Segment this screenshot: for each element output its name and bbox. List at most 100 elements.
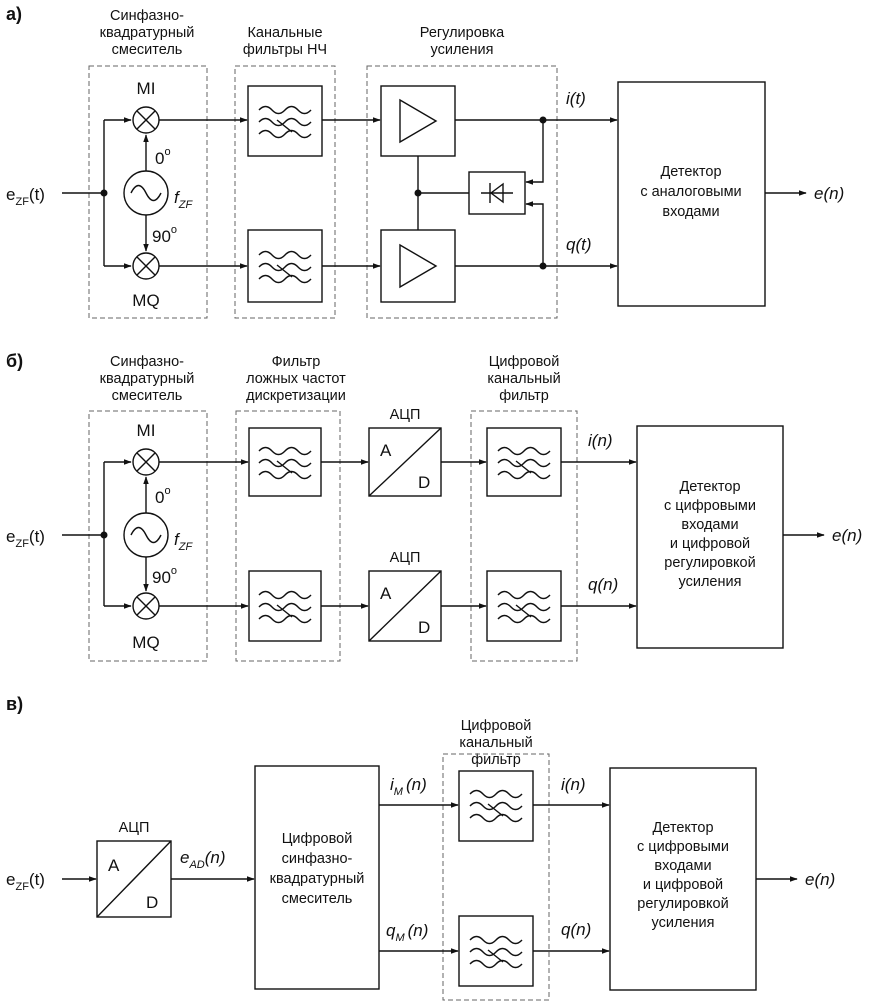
digital-mixer-line-1: Цифровой	[282, 831, 353, 847]
mixer-mi	[132, 448, 160, 476]
output-q-label: q(n)	[561, 920, 591, 939]
mixer-mi-label: MI	[137, 421, 156, 440]
panel-a: а) Синфазно- квадратурный смеситель Кана…	[6, 4, 844, 319]
adc-i-diagonal	[368, 427, 442, 497]
phase-0-label: 0o	[155, 146, 171, 168]
detector-line-2: с цифровыми	[637, 839, 729, 855]
lpf-title-line-1: Канальные	[247, 25, 322, 41]
diode-icon	[481, 182, 513, 204]
agc-title-line-2: усиления	[431, 42, 494, 58]
adc-i-a-label: A	[380, 441, 392, 460]
adc-i-d-label: D	[418, 473, 430, 492]
adc-d-label: D	[146, 893, 158, 912]
sine-wave-icon	[130, 184, 162, 202]
mixer-mq-label: MQ	[132, 633, 159, 652]
mixer-title-line-1: Синфазно-	[110, 8, 184, 24]
output-label: e(n)	[814, 184, 844, 203]
phase-90-label: 90o	[152, 224, 177, 246]
output-i-label: i(t)	[566, 89, 586, 108]
chf-title-line-2: канальный	[487, 371, 560, 387]
adc-q-diagonal	[368, 570, 442, 642]
detector-line-2: с аналоговыми	[640, 184, 741, 200]
mixer-mq	[132, 592, 160, 620]
chf-group-frame	[442, 753, 550, 1001]
input-signal-label: eZF(t)	[6, 527, 45, 550]
mixer-title-line-3: смеситель	[112, 42, 183, 58]
adc-diagonal	[96, 840, 172, 918]
aaf-group-frame	[235, 410, 341, 662]
amplifier-i-triangle-icon	[399, 98, 438, 144]
output-q-label: q(n)	[588, 575, 618, 594]
detector-line-2: с цифровыми	[664, 498, 756, 514]
mixer-mi-label: MI	[137, 79, 156, 98]
output-label: e(n)	[832, 526, 862, 545]
detector-line-6: усиления	[679, 574, 742, 590]
q-feedback-wire	[525, 201, 544, 266]
chf-title-line-3: фильтр	[471, 752, 521, 768]
digital-mixer-line-2: синфазно-	[282, 851, 353, 867]
detector-line-6: усиления	[652, 915, 715, 931]
panel-c-tag: в)	[6, 694, 23, 714]
input-signal-label: eZF(t)	[6, 870, 45, 893]
detector-line-1: Детектор	[652, 820, 713, 836]
digital-mixer-line-4: смеситель	[282, 891, 353, 907]
amplifier-q-triangle-icon	[399, 243, 438, 289]
detector-line-1: Детектор	[660, 164, 721, 180]
adc-q-label: АЦП	[390, 550, 421, 566]
mixer-group-frame	[88, 65, 208, 319]
detector-line-3: входами	[662, 204, 719, 220]
aaf-title-line-3: дискретизации	[246, 388, 346, 404]
phase-0-label: 0o	[155, 485, 171, 507]
output-i-label: i(n)	[588, 431, 613, 450]
lpf-title-line-2: фильтры НЧ	[243, 42, 327, 58]
adc-i-label: АЦП	[390, 407, 421, 423]
detector-line-1: Детектор	[679, 479, 740, 495]
lpf-group-frame	[234, 65, 336, 319]
chf-group-frame	[470, 410, 578, 662]
agc-title-line-1: Регулировка	[420, 25, 505, 41]
aaf-title-line-1: Фильтр	[272, 354, 321, 370]
amplifier-q	[380, 229, 456, 303]
aaf-title-line-2: ложных частот	[246, 371, 346, 387]
digital-iq-mixer	[254, 765, 380, 990]
chf-title-line-3: фильтр	[499, 388, 549, 404]
digital-mixer-line-3: квадратурный	[270, 871, 365, 887]
mixer-mq-label: MQ	[132, 291, 159, 310]
digital-detector	[636, 425, 784, 649]
lo-frequency-label: fZF	[174, 188, 193, 211]
detector-line-3: входами	[681, 517, 738, 533]
im-label: iM(n)	[390, 775, 427, 798]
detector-line-3: входами	[654, 858, 711, 874]
input-signal-label: eZF(t)	[6, 185, 45, 208]
digital-detector	[609, 767, 757, 991]
mixer-title-line-3: смеситель	[112, 388, 183, 404]
mixer-group-frame	[88, 410, 208, 662]
detector-line-4: и цифровой	[670, 536, 750, 552]
mixer-title-line-2: квадратурный	[100, 371, 195, 387]
amplifier-i	[380, 85, 456, 157]
lo-frequency-label: fZF	[174, 530, 193, 553]
output-q-label: q(t)	[566, 235, 592, 254]
i-feedback-wire	[525, 120, 544, 185]
chf-title-line-1: Цифровой	[461, 718, 532, 734]
adc-a-label: A	[108, 856, 120, 875]
adc-q-d-label: D	[418, 618, 430, 637]
adc-output-label: eAD(n)	[180, 848, 226, 871]
detector-line-5: регулировкой	[664, 555, 755, 571]
mixer-title-line-2: квадратурный	[100, 25, 195, 41]
adc-label: АЦП	[119, 820, 150, 836]
adc-q-a-label: A	[380, 584, 392, 603]
chf-title-line-2: канальный	[459, 735, 532, 751]
phase-90-label: 90o	[152, 565, 177, 587]
qm-label: qM(n)	[386, 921, 428, 944]
panel-c: в) Цифровой канальный фильтр eZF(t) АЦП …	[6, 694, 835, 1001]
output-label: e(n)	[805, 870, 835, 889]
analog-detector	[617, 81, 766, 307]
detector-line-5: регулировкой	[637, 896, 728, 912]
mixer-mi	[132, 106, 160, 134]
panel-b-tag: б)	[6, 351, 23, 371]
agc-group-frame	[366, 65, 558, 319]
panel-a-tag: а)	[6, 4, 22, 24]
mixer-title-line-1: Синфазно-	[110, 354, 184, 370]
